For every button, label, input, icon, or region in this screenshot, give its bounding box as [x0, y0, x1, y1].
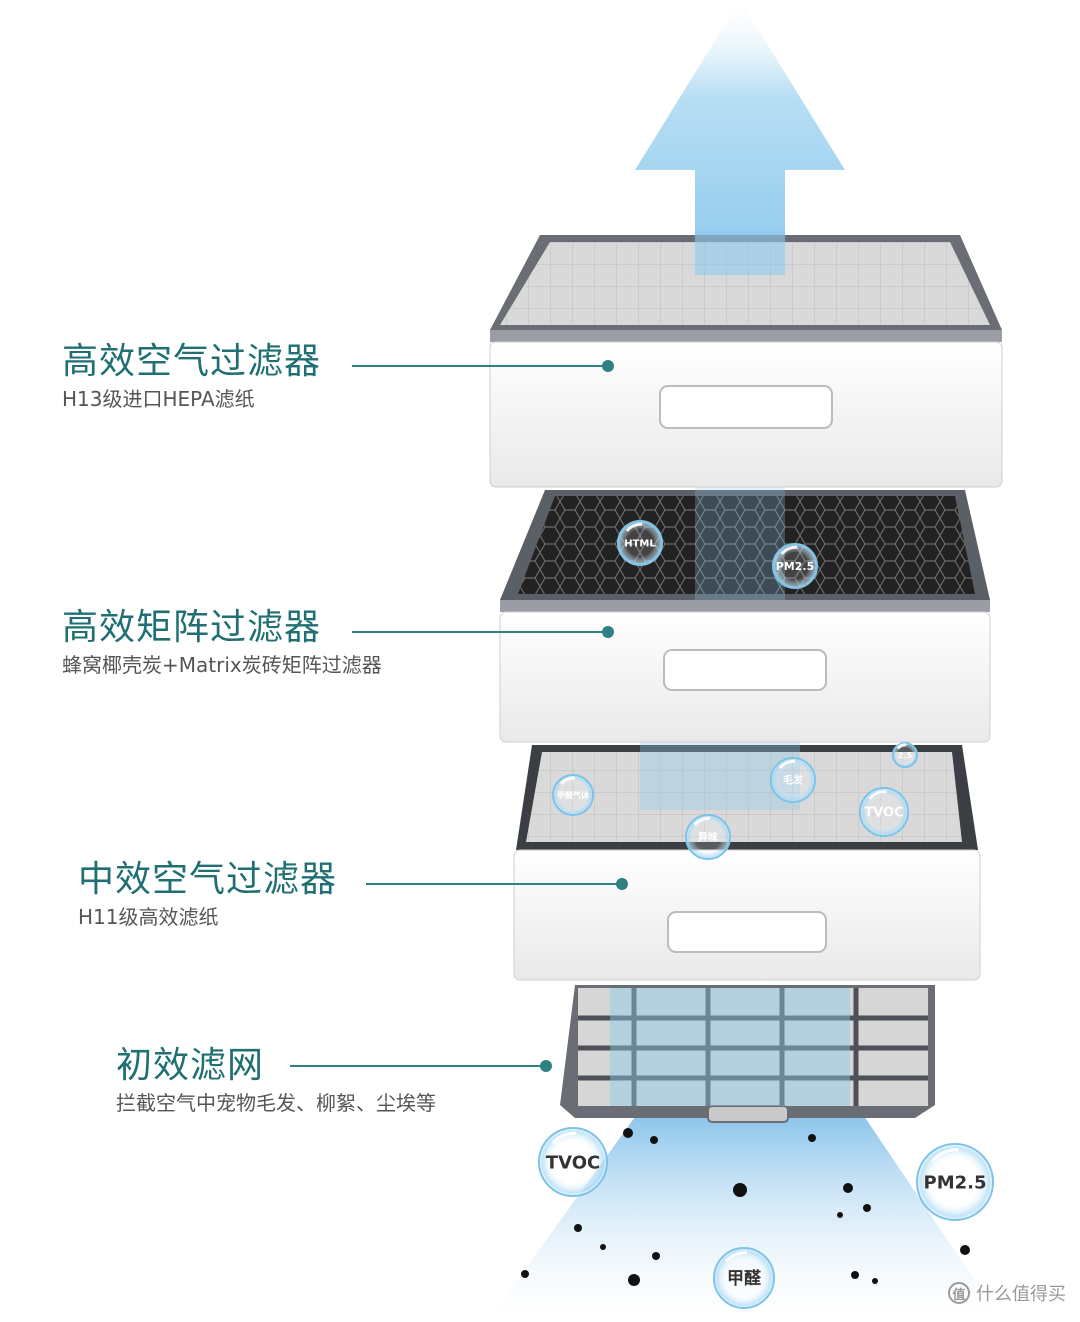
bubble-highlight [724, 1250, 748, 1263]
bubble-label: 甲醛 [727, 1268, 762, 1289]
layer-subtitle: 拦截空气中宠物毛发、柳絮、尘埃等 [116, 1091, 436, 1115]
layer-title: 中效空气过滤器 [78, 859, 338, 900]
leader-line-medium [366, 883, 620, 885]
bubble-label: PM2.5 [776, 560, 815, 573]
bubble-label: 毛发 [783, 774, 804, 787]
bubble-label: TVOC [864, 806, 903, 821]
layer-title: 高效矩阵过滤器 [62, 607, 322, 648]
bubble-circle [859, 787, 909, 837]
bubble-highlight [778, 759, 796, 769]
layer-title: 初效滤网 [116, 1045, 265, 1086]
primary-mesh-filter [560, 985, 935, 1123]
label-hepa-filter: 高效空气过滤器 H13级进口HEPA滤纸 [62, 340, 321, 412]
pollutant-bubble-medium-0: 甲醛气体 [552, 774, 594, 816]
bubble-label: 异味 [698, 831, 718, 844]
pollutant-bubble-matrix-0: HTML [617, 520, 663, 566]
bubble-label: HTML [624, 539, 656, 550]
pollutant-bubble-medium-3: TVOC [859, 787, 909, 837]
bubble-highlight [868, 790, 887, 800]
pollutant-bubble-medium-1: 毛发 [770, 757, 816, 803]
bubble-highlight [896, 743, 907, 750]
pollutant-dots [521, 1128, 970, 1286]
bubble-label: PM2.5 [924, 1172, 987, 1193]
layer-subtitle: H11级高效滤纸 [78, 905, 219, 929]
bubble-label: 2.5 [898, 751, 913, 760]
bubble-highlight [559, 776, 576, 786]
pollutant-bubble-medium-2: 2.5 [892, 742, 918, 768]
leader-dot-primary [540, 1060, 552, 1072]
bubble-highlight [693, 816, 711, 826]
bubble-circle [617, 520, 663, 566]
bubble-highlight [931, 1148, 959, 1163]
medium-filter [513, 740, 981, 981]
layer-subtitle: 蜂窝椰壳炭+Matrix炭砖矩阵过滤器 [62, 653, 382, 677]
leader-line-primary [290, 1065, 544, 1067]
layer-subtitle: H13级进口HEPA滤纸 [62, 387, 255, 411]
pollutant-bubble-intake-1: PM2.5 [916, 1143, 994, 1221]
label-primary-mesh: 初效滤网 拦截空气中宠物毛发、柳絮、尘埃等 [116, 1044, 436, 1116]
pollutant-bubble-intake-2: 甲醛 [713, 1247, 775, 1309]
leader-line-hepa [352, 365, 606, 367]
bubble-circle [685, 814, 731, 860]
matrix-filter [499, 482, 991, 743]
bubble-circle [552, 774, 594, 816]
watermark-text: 什么值得买 [976, 1284, 1066, 1305]
bubble-circle [772, 543, 818, 589]
bubble-highlight [780, 545, 798, 555]
pollutant-bubble-intake-0: TVOC [538, 1127, 608, 1197]
label-medium-filter: 中效空气过滤器 H11级高效滤纸 [78, 858, 337, 930]
leader-dot-medium [616, 878, 628, 890]
outflow-arrow [635, 0, 845, 275]
smzdm-logo-icon: 值 [948, 1282, 970, 1304]
bubble-label: TVOC [546, 1152, 600, 1173]
hepa-filter [489, 230, 1003, 488]
bubble-label: 甲醛气体 [557, 790, 590, 800]
bubble-circle [538, 1127, 608, 1197]
watermark: 值 什么值得买 [948, 1280, 1066, 1306]
bubble-highlight [551, 1131, 577, 1145]
bubble-circle [916, 1143, 994, 1221]
pollutant-bubble-medium-4: 异味 [685, 814, 731, 860]
bubble-highlight [625, 522, 643, 532]
leader-line-matrix [352, 631, 606, 633]
bubble-circle [770, 757, 816, 803]
layer-title: 高效空气过滤器 [62, 341, 322, 382]
leader-dot-matrix [602, 626, 614, 638]
label-matrix-filter: 高效矩阵过滤器 蜂窝椰壳炭+Matrix炭砖矩阵过滤器 [62, 606, 382, 678]
bubble-circle [713, 1247, 775, 1309]
leader-dot-hepa [602, 360, 614, 372]
pollutant-bubble-matrix-1: PM2.5 [772, 543, 818, 589]
intake-airflow-beam [490, 1110, 1000, 1318]
